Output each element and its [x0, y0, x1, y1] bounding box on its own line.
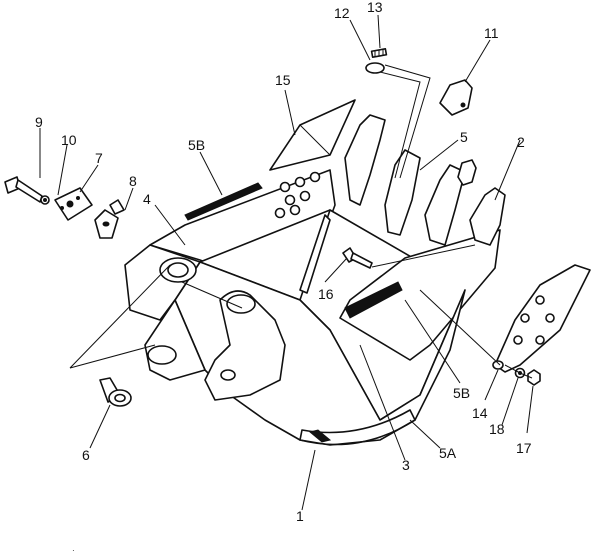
shim-8	[94, 209, 119, 239]
callout-2: 2	[517, 134, 525, 150]
lock-ring-12	[365, 62, 385, 74]
corner-mark: ·	[72, 546, 75, 555]
callout-5b-upper: 5B	[188, 137, 205, 153]
link-pin-hole	[226, 294, 256, 314]
ear-hole-lower	[220, 369, 236, 381]
callout-9: 9	[35, 114, 43, 130]
bushing-6	[99, 377, 132, 407]
callout-10: 10	[61, 132, 77, 148]
boss-4-bore	[167, 262, 189, 278]
callout-6: 6	[82, 447, 90, 463]
flange-7	[54, 187, 93, 221]
inner-stiffener	[299, 214, 331, 294]
callout-11: 11	[484, 25, 499, 41]
callout-5: 5	[460, 129, 468, 145]
bucket-body	[124, 169, 501, 446]
side-cutter-bolt-holes	[513, 295, 555, 345]
wear-plate-5b-lower	[344, 281, 403, 319]
callout-12: 12	[334, 5, 350, 21]
callout-18: 18	[489, 421, 505, 437]
back-plate-bolts	[274, 171, 321, 219]
bolt-16	[342, 247, 373, 269]
guide-lines	[69, 244, 533, 379]
callout-16: 16	[318, 286, 334, 302]
side-plate-right	[339, 229, 501, 361]
callout-17: 17	[516, 440, 532, 456]
shim-tab	[109, 199, 125, 215]
wear-strip-5a	[299, 409, 416, 446]
callout-14: 14	[472, 405, 488, 421]
callout-13: 13	[367, 0, 383, 15]
wear-plate-5b-upper	[184, 182, 263, 221]
callout-labels: 1 2 3 4 5 5A 5B 5B 6 7 8 9 10 11 12 13 1…	[35, 0, 532, 524]
adapter-4	[469, 187, 506, 246]
cutting-edge-15	[269, 99, 356, 171]
wear-strip-dark-edge	[308, 429, 332, 443]
nut-17	[527, 369, 541, 386]
tooth-upper	[439, 79, 473, 116]
tooth-11	[457, 159, 477, 186]
side-cutter-2	[494, 264, 591, 373]
lower-boss	[147, 345, 177, 365]
callout-3: 3	[402, 457, 410, 473]
adapter-1	[344, 114, 386, 206]
callout-1: 1	[296, 508, 304, 524]
adapter-2	[384, 149, 421, 236]
adapter-3	[424, 164, 466, 246]
callout-4: 4	[143, 191, 151, 207]
bolt-14	[492, 360, 504, 370]
callout-8: 8	[129, 173, 137, 189]
callout-5b-lower: 5B	[453, 385, 470, 401]
leader-lines	[39, 14, 534, 511]
callout-5a: 5A	[439, 445, 457, 461]
lock-pin-13	[370, 48, 388, 58]
callout-7: 7	[95, 150, 103, 166]
bolt-9	[4, 176, 43, 203]
callout-15: 15	[275, 72, 291, 88]
adapters-and-teeth	[344, 79, 506, 246]
